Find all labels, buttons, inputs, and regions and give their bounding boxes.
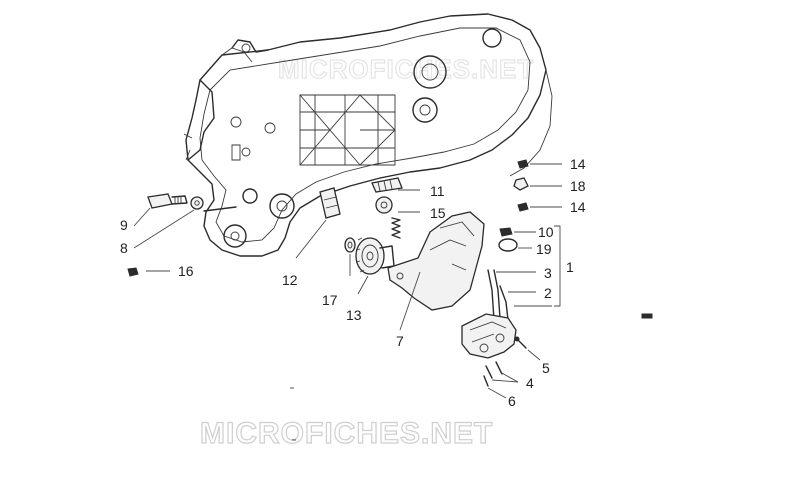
part-3-pipe [487, 269, 501, 321]
part-19-hose-clamp [498, 238, 518, 252]
callout-1: 1 [566, 259, 574, 275]
callout-5: 5 [542, 360, 550, 376]
callout-15: 15 [430, 205, 446, 221]
callout-8: 8 [120, 240, 128, 256]
callout-14-lower: 14 [570, 199, 586, 215]
callout-11: 11 [430, 183, 445, 199]
callout-9: 9 [120, 217, 128, 233]
callout-4: 4 [526, 375, 534, 391]
part-8-washer [190, 196, 204, 210]
part-4-screw [485, 361, 503, 379]
callout-2: 2 [544, 285, 552, 301]
callout-17: 17 [322, 292, 338, 308]
callout-18: 18 [570, 178, 586, 194]
callout-13: 13 [346, 307, 362, 323]
part-14-fitting-lower [517, 202, 529, 212]
part-15-pinion [375, 196, 393, 214]
part-9-drain-plug [147, 193, 188, 209]
callout-19: 19 [536, 241, 552, 257]
part-6-screw [483, 375, 489, 387]
spring [391, 217, 401, 239]
callout-10: 10 [538, 224, 554, 240]
part-5-screw [514, 336, 527, 349]
part-11-clip [371, 177, 403, 193]
callout-12: 12 [282, 272, 298, 288]
leader-lines [133, 163, 562, 399]
part-14-fitting-upper [517, 159, 529, 169]
part-10-clamp [499, 227, 513, 237]
callout-3: 3 [544, 265, 552, 281]
part-16-fitting [127, 267, 139, 277]
part-18-connector [513, 177, 529, 191]
part-17-washer [344, 237, 356, 253]
callout-7: 7 [396, 333, 404, 349]
watermark-bottom: MICROFICHES.NET [200, 417, 493, 450]
housing-bolt [203, 206, 237, 212]
stray-mark [641, 313, 653, 319]
watermark-top: MICROFICHES.NET [278, 54, 534, 84]
crankcase-housing [183, 13, 553, 257]
callout-14-upper: 14 [570, 156, 586, 172]
part-1-pump-body [461, 313, 517, 359]
callouts: 9 8 16 12 17 13 7 11 15 14 18 14 10 19 1… [120, 156, 586, 409]
part-7-cover-plate [387, 211, 485, 311]
callout-6: 6 [508, 393, 516, 409]
callout-16: 16 [178, 263, 194, 279]
part-13-gear [355, 237, 395, 275]
part-12-bracket [319, 187, 341, 219]
part-2-pipe [499, 285, 509, 321]
